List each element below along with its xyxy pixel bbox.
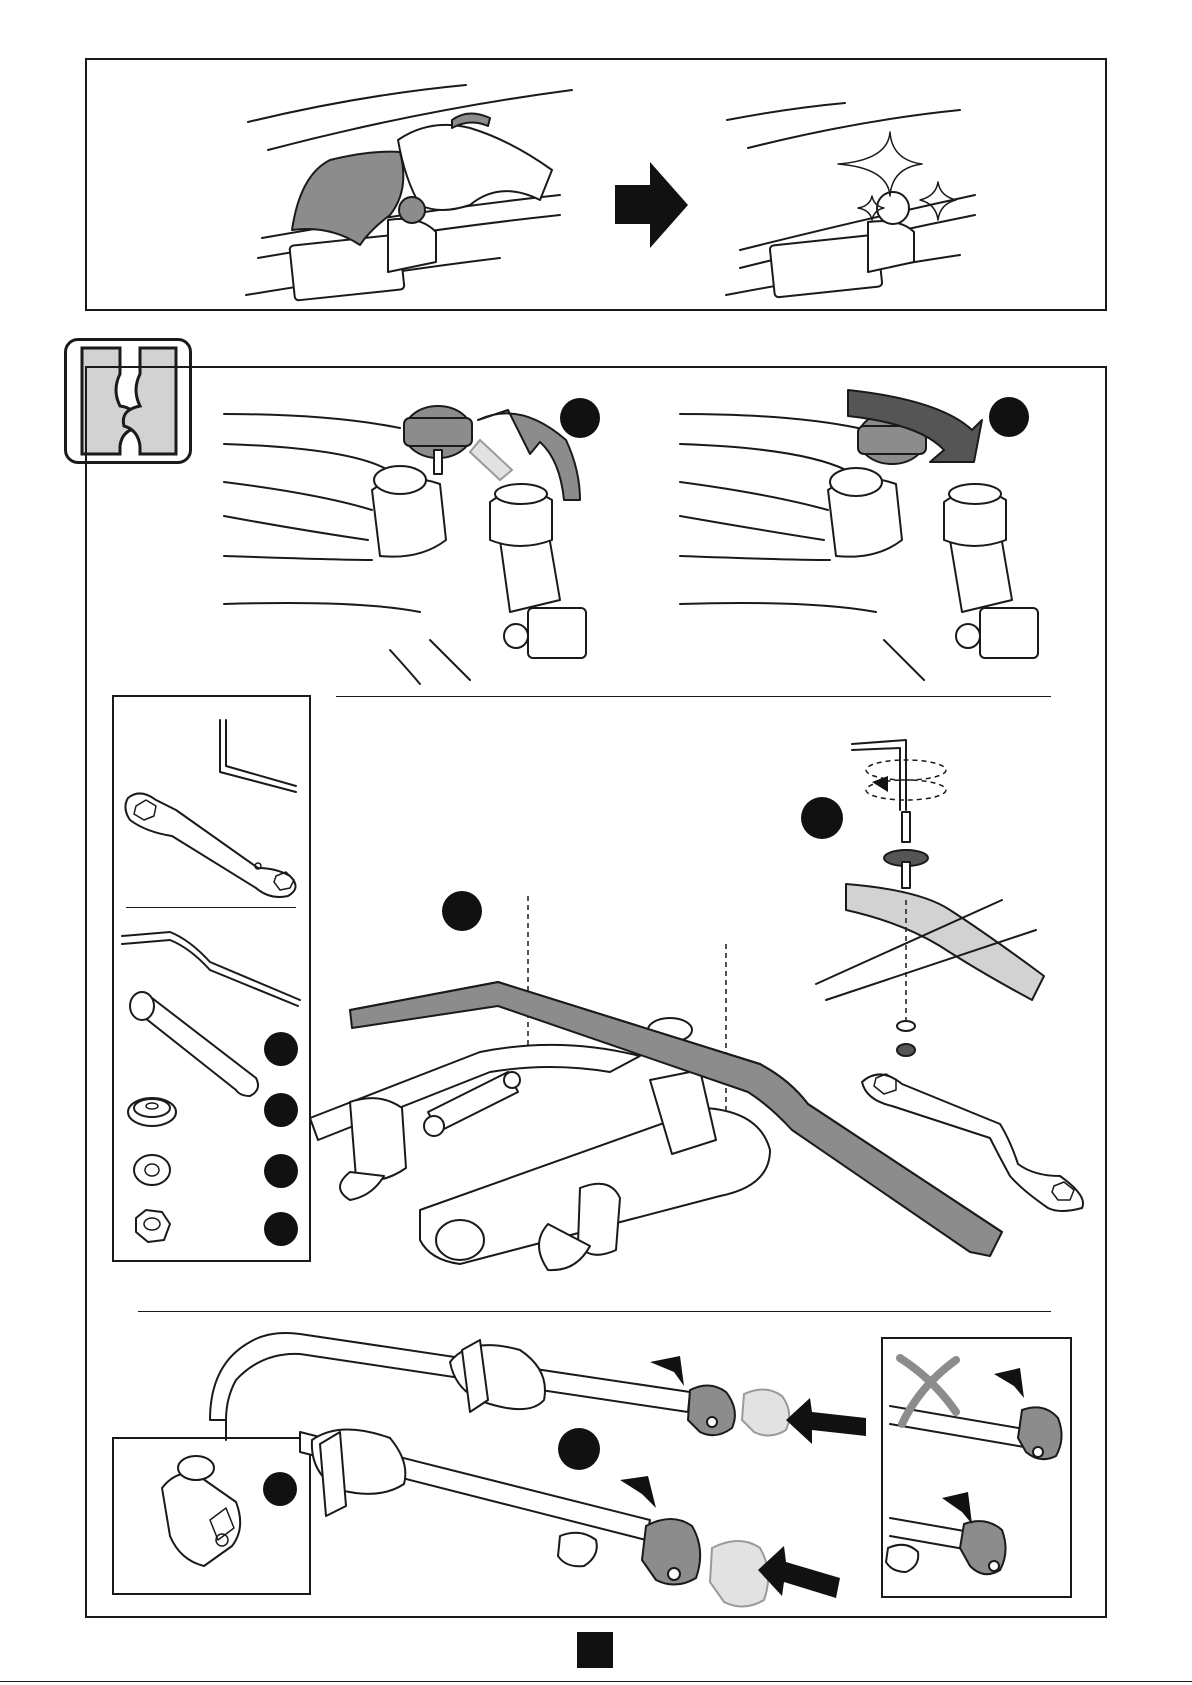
incorrect-orientation-panel — [881, 1337, 1072, 1598]
clamp-detail-panel — [112, 1437, 311, 1595]
divider — [138, 1311, 1051, 1312]
cleaning-panel — [85, 58, 1107, 311]
step-badge — [264, 1212, 298, 1246]
step-badge — [264, 1032, 298, 1066]
step-badge — [263, 1472, 297, 1506]
step-badge — [442, 891, 482, 931]
page-number-marker — [577, 1632, 613, 1668]
step-badge — [264, 1154, 298, 1188]
divider — [126, 907, 296, 908]
divider — [0, 1681, 1192, 1682]
step-badge — [558, 1428, 600, 1470]
step-badge — [801, 797, 843, 839]
step-badge — [560, 398, 600, 438]
step-badge — [989, 397, 1029, 437]
divider — [336, 696, 1051, 697]
step-badge — [264, 1093, 298, 1127]
